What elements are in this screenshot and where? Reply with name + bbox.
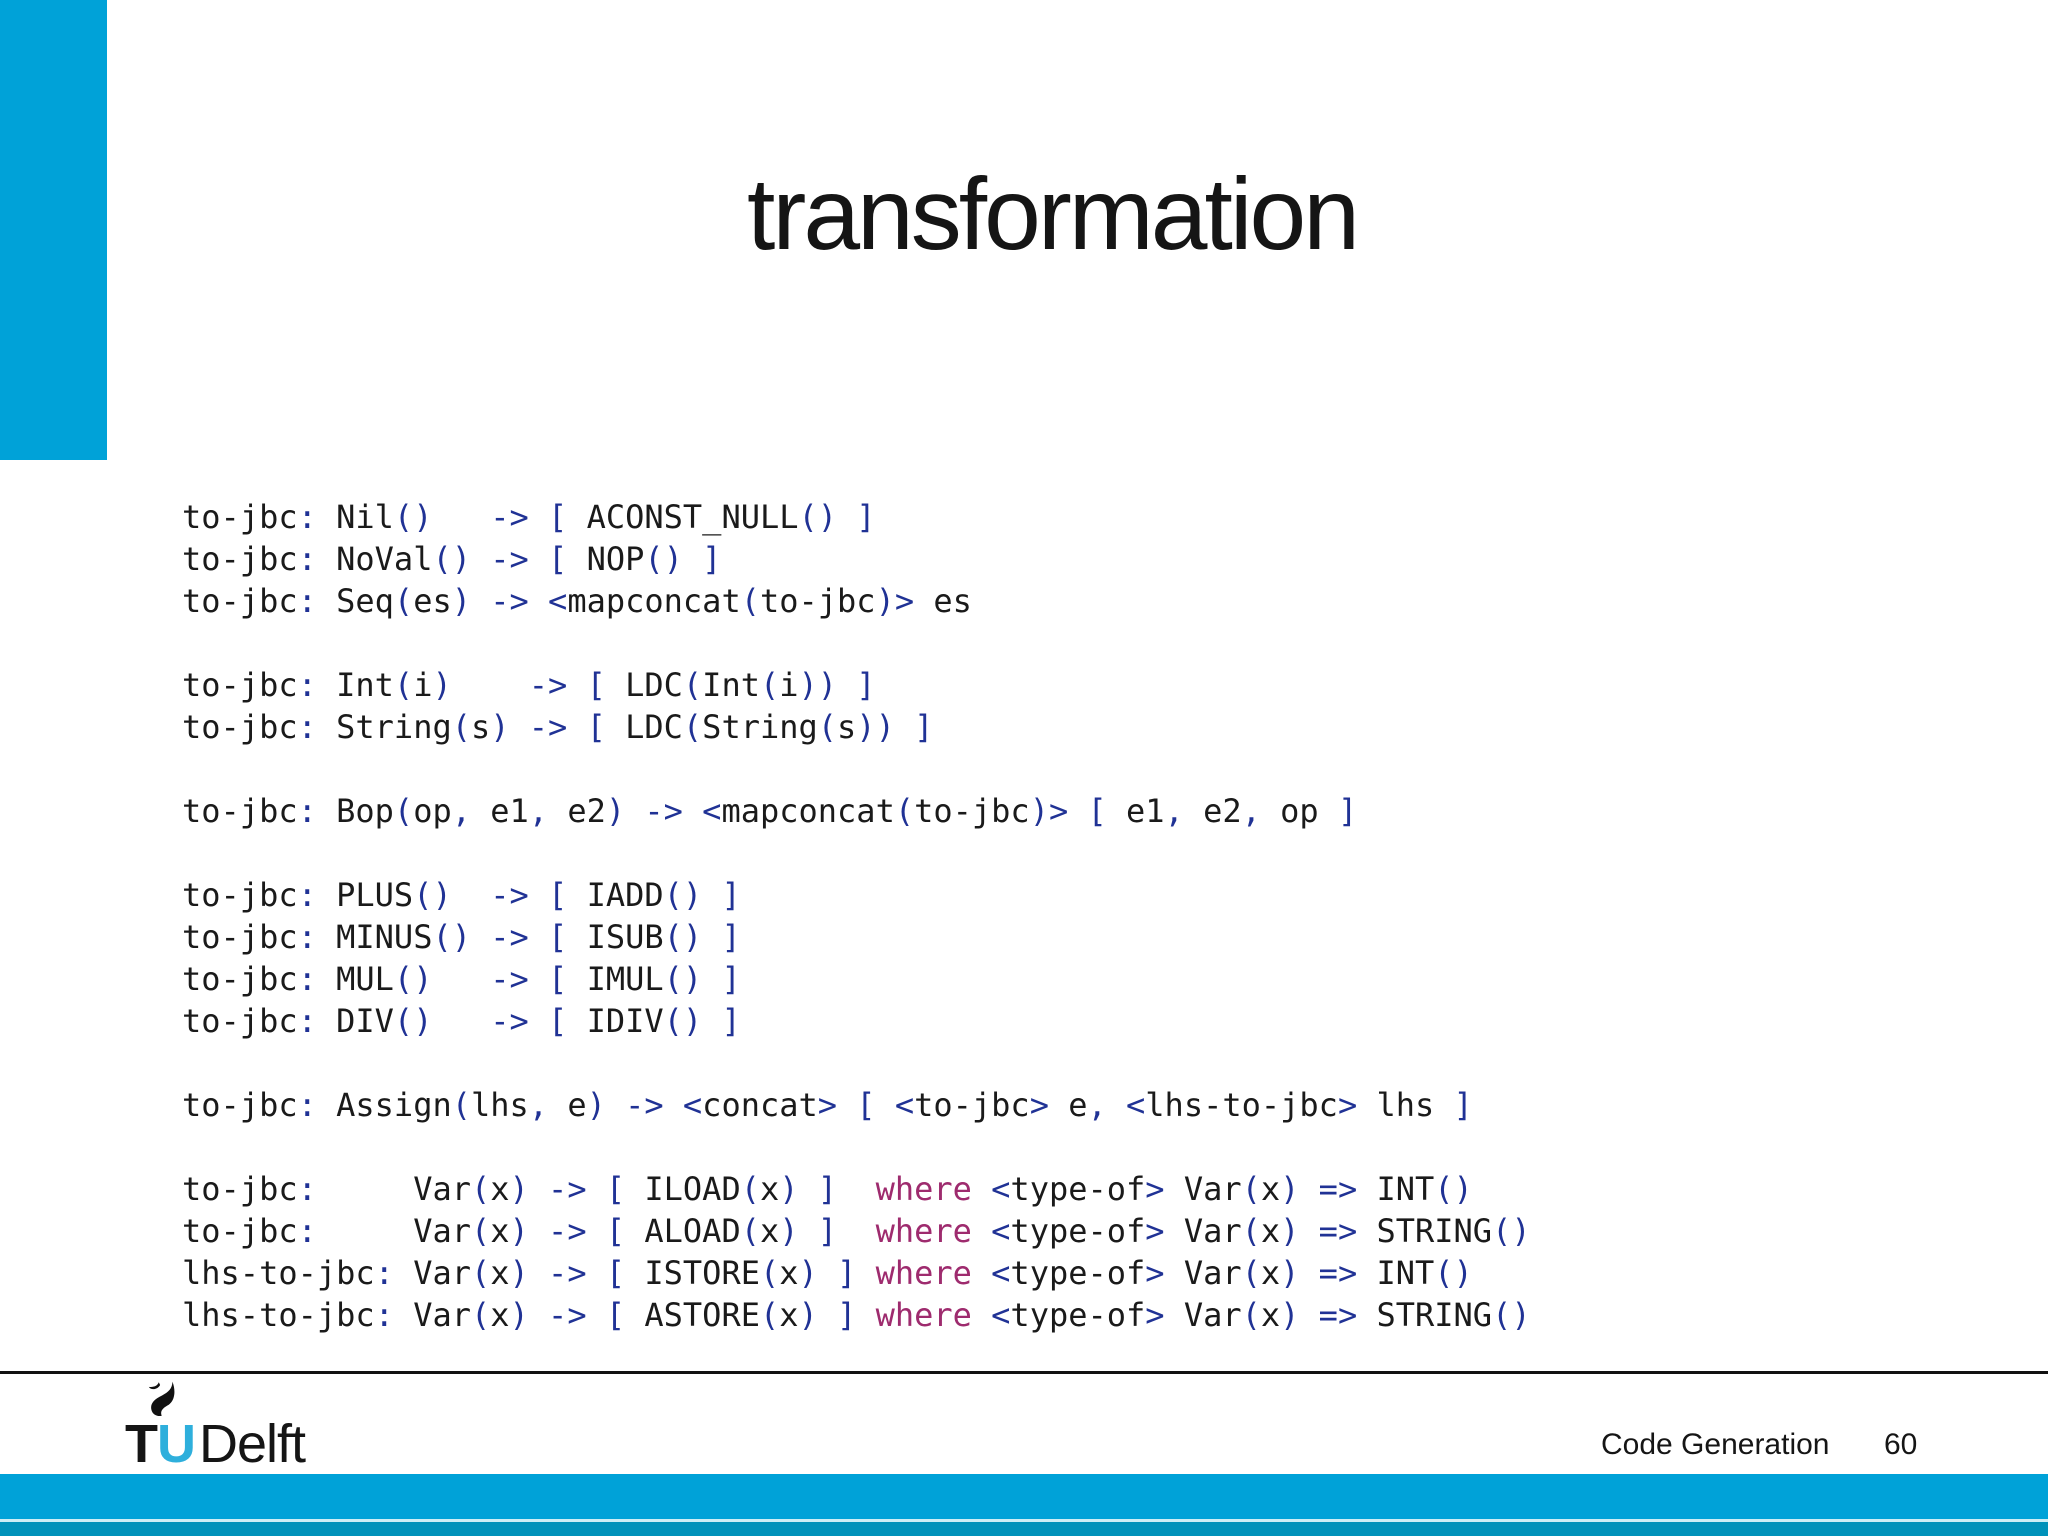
footer-page-number: 60 (1884, 1428, 1918, 1461)
code-line: to-jbc: Var(x) -> [ ALOAD(x) ] where <ty… (182, 1212, 1531, 1250)
tu-delft-wordmark: TUDelft (125, 1414, 306, 1474)
left-accent-bar (0, 0, 107, 460)
code-line: to-jbc: Int(i) -> [ LDC(Int(i)) ] (182, 666, 876, 704)
logo-word-delft: Delft (199, 1414, 306, 1474)
logo-letter-t: T (125, 1414, 158, 1474)
tu-delft-logo: TUDelft (125, 1381, 385, 1471)
code-line: to-jbc: MINUS() -> [ ISUB() ] (182, 918, 741, 956)
footer-divider (0, 1371, 2048, 1374)
logo-letter-u: U (157, 1414, 196, 1474)
code-line: to-jbc: DIV() -> [ IDIV() ] (182, 1002, 741, 1040)
footer-course-label: Code Generation (1601, 1428, 1830, 1461)
code-line: to-jbc: Assign(lhs, e) -> <concat> [ <to… (182, 1086, 1473, 1124)
bottom-separator-line (0, 1519, 2048, 1522)
code-line (182, 832, 1531, 874)
code-line: lhs-to-jbc: Var(x) -> [ ISTORE(x) ] wher… (182, 1254, 1473, 1292)
code-line: lhs-to-jbc: Var(x) -> [ ASTORE(x) ] wher… (182, 1296, 1531, 1334)
code-line: to-jbc: Var(x) -> [ ILOAD(x) ] where <ty… (182, 1170, 1473, 1208)
code-line (182, 622, 1531, 664)
code-line (182, 1126, 1531, 1168)
code-block: to-jbc: Nil() -> [ ACONST_NULL() ] to-jbc… (182, 496, 1531, 1336)
code-line: to-jbc: PLUS() -> [ IADD() ] (182, 876, 741, 914)
code-line: to-jbc: Nil() -> [ ACONST_NULL() ] (182, 498, 876, 536)
code-line (182, 1042, 1531, 1084)
code-line: to-jbc: NoVal() -> [ NOP() ] (182, 540, 722, 578)
bottom-edge-bar (0, 1522, 2048, 1536)
code-line: to-jbc: Bop(op, e1, e2) -> <mapconcat(to… (182, 792, 1358, 830)
bottom-accent-bar (0, 1474, 2048, 1519)
code-line: to-jbc: Seq(es) -> <mapconcat(to-jbc)> e… (182, 582, 972, 620)
slide-title: transformation (747, 157, 1360, 271)
flame-icon (148, 1381, 175, 1417)
code-line: to-jbc: MUL() -> [ IMUL() ] (182, 960, 741, 998)
code-line (182, 748, 1531, 790)
code-line: to-jbc: String(s) -> [ LDC(String(s)) ] (182, 708, 934, 746)
